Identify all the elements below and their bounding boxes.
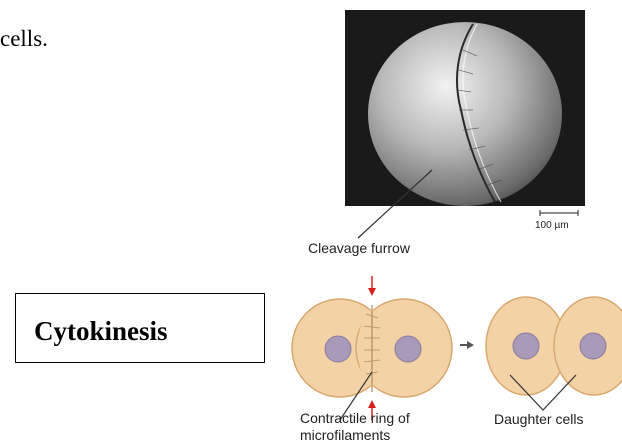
cleavage-furrow-leader <box>358 170 432 238</box>
nucleus-left <box>325 336 351 362</box>
contractile-ring-label-line2: microfilaments <box>300 427 390 443</box>
daughter-cells <box>486 297 622 395</box>
cleavage-furrow-label: Cleavage furrow <box>308 240 410 256</box>
red-arrow-top <box>368 276 376 296</box>
daughter-cells-label: Daughter cells <box>494 411 584 427</box>
scale-bar <box>540 210 578 216</box>
stage-arrow <box>460 341 474 349</box>
nucleus-right <box>395 336 421 362</box>
scale-bar-label: 100 µm <box>535 220 569 231</box>
daughter-nucleus-right <box>580 333 606 359</box>
dividing-cell <box>292 299 452 397</box>
contractile-ring-label-line1: Contractile ring of <box>300 410 410 426</box>
daughter-nucleus-left <box>513 333 539 359</box>
